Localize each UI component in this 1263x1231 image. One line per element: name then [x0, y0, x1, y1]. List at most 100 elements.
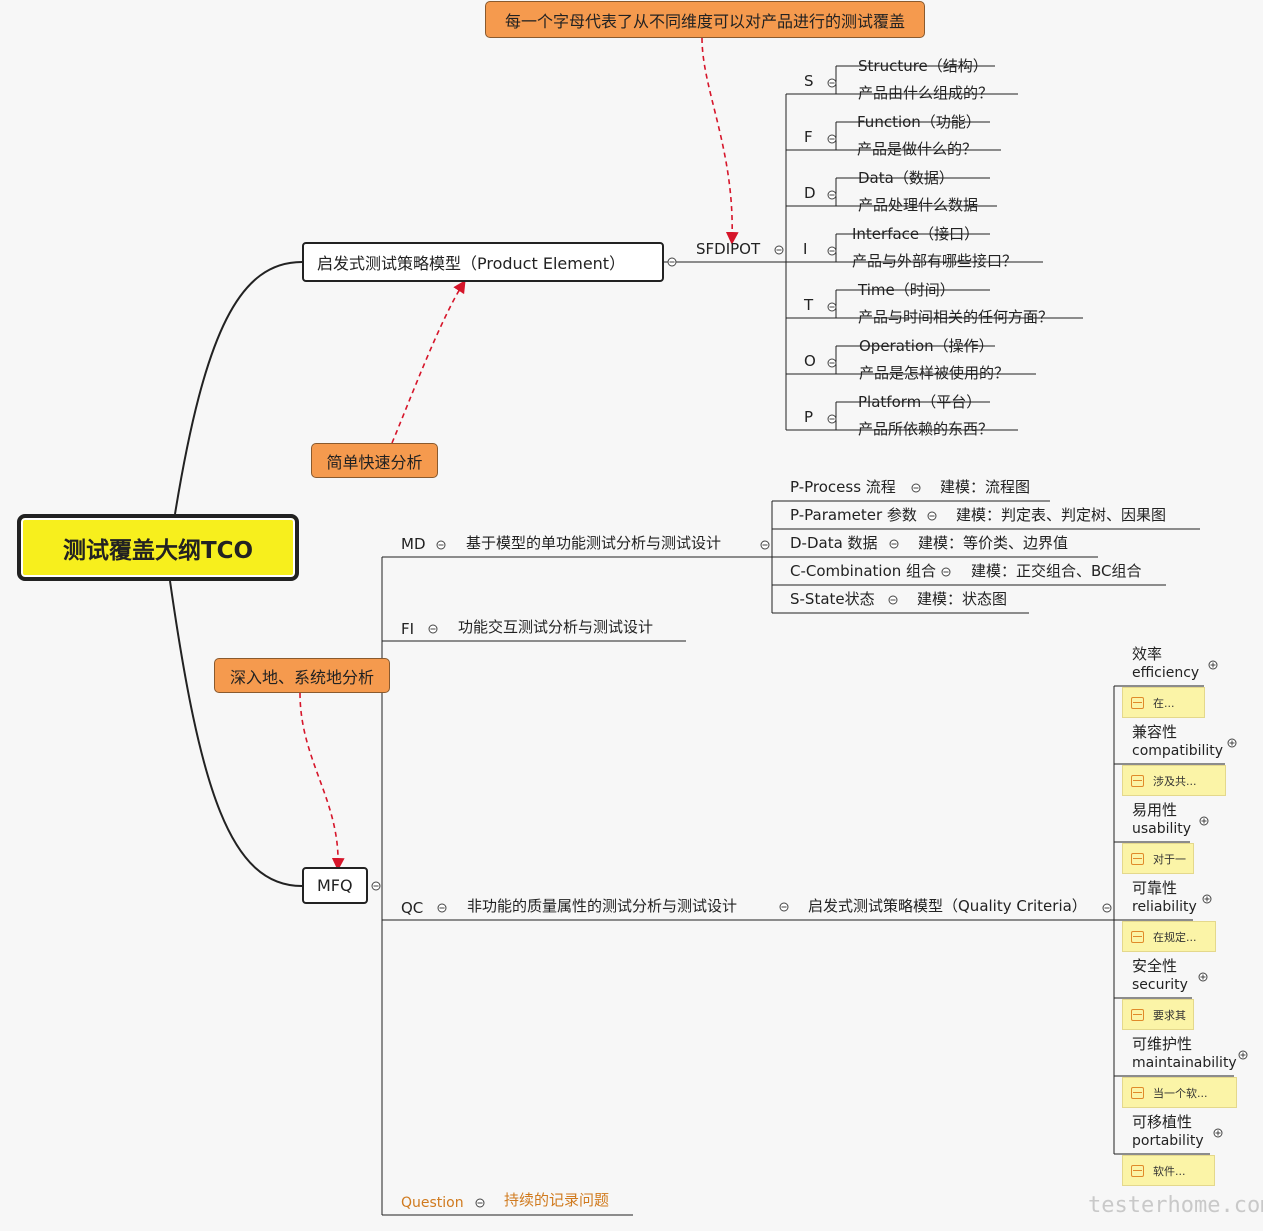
- central-to-product-element: [174, 261, 303, 515]
- expand-icon-glyph: [1204, 896, 1210, 902]
- md-technique[interactable]: D-Data 数据: [790, 534, 878, 552]
- topic-question[interactable]: Question: [401, 1195, 464, 1211]
- sfdipot-dimension[interactable]: Structure（结构）: [858, 57, 988, 75]
- sfdipot-question[interactable]: 产品由什么组成的？: [858, 84, 994, 102]
- criteria-note[interactable]: 涉及共...: [1122, 765, 1226, 796]
- callout-dimension-note[interactable]: 每一个字母代表了从不同维度可以对产品进行的测试覆盖: [485, 1, 925, 38]
- topic-sfdipot[interactable]: SFDIPOT: [696, 240, 761, 258]
- callout-quick-analysis[interactable]: 简单快速分析: [311, 443, 438, 478]
- sfdipot-dimension[interactable]: Platform（平台）: [858, 393, 982, 411]
- sfdipot-dimension[interactable]: Interface（接口）: [852, 225, 980, 243]
- note-icon: [1131, 1008, 1144, 1021]
- criteria-note[interactable]: 软件...: [1122, 1155, 1215, 1186]
- arrow-dimension-to-sfdipot: [701, 37, 739, 245]
- topic-fi[interactable]: FI: [401, 620, 415, 638]
- criteria-en[interactable]: reliability: [1132, 899, 1197, 915]
- note-icon: [1131, 696, 1144, 709]
- sfdipot-question[interactable]: 产品是怎样被使用的？: [859, 364, 1010, 382]
- expand-icon-glyph: [1200, 974, 1206, 980]
- sfdipot-question[interactable]: 产品是做什么的？: [857, 140, 978, 158]
- sfdipot-question[interactable]: 产品所依赖的东西？: [858, 420, 994, 438]
- md-technique[interactable]: S-State状态: [790, 590, 875, 608]
- criteria-note-text: 对于一: [1153, 852, 1186, 866]
- central-topic-label: 测试覆盖大纲TCO: [62, 537, 254, 564]
- criteria-note[interactable]: 要求其: [1122, 999, 1194, 1030]
- sfdipot-dimension[interactable]: Data（数据）: [858, 169, 954, 187]
- expand-icon-glyph: [1240, 1052, 1246, 1058]
- criteria-note[interactable]: 当一个软...: [1122, 1077, 1237, 1108]
- sfdipot-letter[interactable]: S: [804, 72, 814, 90]
- callout-deep-analysis-label: 深入地、系统地分析: [229, 667, 374, 687]
- watermark: testerhome.com: [1088, 1193, 1263, 1218]
- md-model[interactable]: 建模：等价类、边界值: [918, 534, 1069, 552]
- criteria-en[interactable]: portability: [1132, 1133, 1204, 1149]
- sfdipot-dimension[interactable]: Function（功能）: [857, 113, 981, 131]
- criteria-note[interactable]: 对于一: [1122, 843, 1194, 874]
- callout-quick-analysis-label: 简单快速分析: [326, 452, 423, 472]
- sfdipot-letter[interactable]: T: [804, 296, 814, 314]
- criteria-en[interactable]: efficiency: [1132, 665, 1200, 681]
- criteria-note-text: 当一个软...: [1153, 1086, 1208, 1100]
- topic-md[interactable]: MD: [401, 535, 426, 553]
- criteria-en[interactable]: usability: [1132, 821, 1192, 837]
- expand-icon-glyph: [1229, 740, 1235, 746]
- criteria-en[interactable]: compatibility: [1132, 743, 1224, 759]
- topic-mfq-label: MFQ: [317, 876, 353, 895]
- topic-mfq[interactable]: MFQ: [302, 867, 368, 904]
- criteria-note[interactable]: 在...: [1122, 687, 1205, 718]
- topic-qc-desc[interactable]: 非功能的质量属性的测试分析与测试设计: [467, 897, 738, 915]
- criteria-en[interactable]: maintainability: [1132, 1055, 1237, 1071]
- criteria-note[interactable]: 在规定...: [1122, 921, 1216, 952]
- criteria-cn[interactable]: 效率: [1132, 645, 1163, 663]
- sfdipot-question[interactable]: 产品与时间相关的任何方面？: [858, 308, 1054, 326]
- note-icon: [1131, 930, 1144, 943]
- note-icon: [1131, 774, 1144, 787]
- criteria-note-text: 在规定...: [1153, 930, 1197, 944]
- criteria-note-text: 要求其: [1153, 1008, 1186, 1022]
- criteria-note-text: 软件...: [1153, 1164, 1186, 1178]
- central-topic[interactable]: 测试覆盖大纲TCO: [17, 514, 299, 581]
- md-technique[interactable]: P-Parameter 参数: [790, 506, 917, 524]
- md-technique[interactable]: P-Process 流程: [790, 478, 896, 496]
- note-icon: [1131, 1164, 1144, 1177]
- expand-icon-glyph: [1201, 818, 1207, 824]
- sfdipot-letter[interactable]: O: [804, 352, 816, 370]
- callout-deep-analysis[interactable]: 深入地、系统地分析: [214, 658, 390, 693]
- md-technique[interactable]: C-Combination 组合: [790, 562, 937, 580]
- md-model[interactable]: 建模：正交组合、BC组合: [971, 562, 1142, 580]
- central-to-mfq: [169, 580, 303, 887]
- sfdipot-letter[interactable]: D: [804, 184, 816, 202]
- criteria-cn[interactable]: 安全性: [1132, 957, 1178, 975]
- topic-qc[interactable]: QC: [401, 899, 424, 917]
- criteria-cn[interactable]: 可维护性: [1132, 1035, 1193, 1053]
- note-icon: [1131, 1086, 1144, 1099]
- sfdipot-question[interactable]: 产品处理什么数据: [858, 196, 979, 214]
- sfdipot-dimension[interactable]: Time（时间）: [858, 281, 955, 299]
- sfdipot-letter[interactable]: F: [804, 128, 813, 146]
- sfdipot-letter[interactable]: I: [803, 240, 808, 258]
- md-model[interactable]: 建模：状态图: [917, 590, 1008, 608]
- criteria-en[interactable]: security: [1132, 977, 1188, 993]
- md-model[interactable]: 建模：判定表、判定树、因果图: [956, 506, 1167, 524]
- criteria-cn[interactable]: 易用性: [1132, 801, 1178, 819]
- note-icon: [1131, 852, 1144, 865]
- topic-question-desc[interactable]: 持续的记录问题: [504, 1191, 610, 1209]
- expand-icon-glyph: [1210, 662, 1216, 668]
- sfdipot-question[interactable]: 产品与外部有哪些接口？: [852, 252, 1018, 270]
- criteria-cn[interactable]: 可靠性: [1132, 879, 1178, 897]
- topic-quality-criteria[interactable]: 启发式测试策略模型（Quality Criteria）: [808, 897, 1087, 915]
- arrow-deep-to-mfq: [299, 692, 345, 871]
- criteria-cn[interactable]: 兼容性: [1132, 723, 1178, 741]
- arrow-quick-to-product-element: [391, 279, 466, 444]
- callout-dimension-note-label: 每一个字母代表了从不同维度可以对产品进行的测试覆盖: [504, 11, 905, 31]
- expand-icon-glyph: [1215, 1130, 1221, 1136]
- md-model[interactable]: 建模：流程图: [940, 478, 1031, 496]
- topic-fi-desc[interactable]: 功能交互测试分析与测试设计: [458, 618, 654, 636]
- topic-product-element[interactable]: 启发式测试策略模型（Product Element）: [302, 242, 664, 282]
- topic-product-element-label: 启发式测试策略模型（Product Element）: [317, 254, 626, 273]
- criteria-cn[interactable]: 可移植性: [1132, 1113, 1193, 1131]
- sfdipot-dimension[interactable]: Operation（操作）: [859, 337, 994, 355]
- sfdipot-letter[interactable]: P: [804, 408, 814, 426]
- topic-md-desc[interactable]: 基于模型的单功能测试分析与测试设计: [466, 534, 722, 552]
